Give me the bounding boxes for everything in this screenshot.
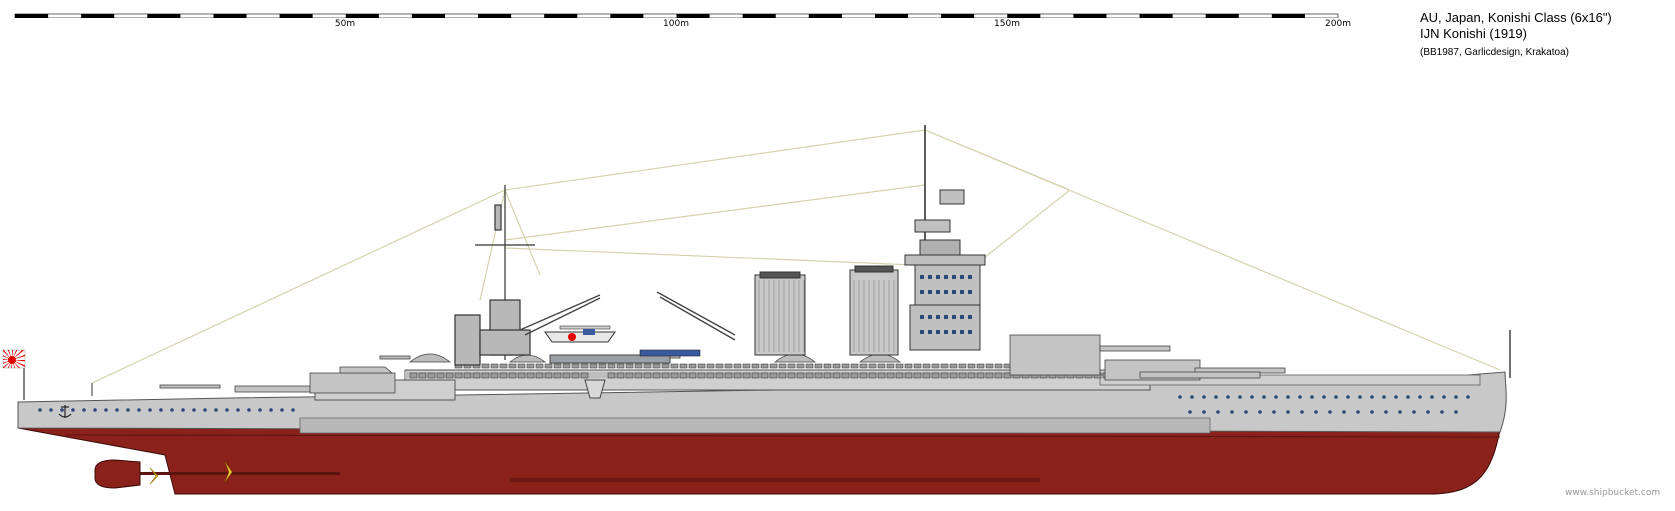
funnels [754,265,899,356]
scale-label-50m: 50m [334,19,356,29]
aircraft-cranes [519,291,736,341]
hull-lower [17,423,1501,495]
scale-label-200m: 200m [1325,19,1351,29]
site-watermark: www.shipbucket.com [1565,488,1661,498]
fore-turrets [1009,334,1286,381]
scale-label-100m: 100m [663,19,689,29]
ship-name: IJN Konishi (1919) [1420,26,1527,41]
propeller-icon [149,461,233,485]
floatplane-icon [544,325,616,399]
ship-credits: (BB1987, Garlicdesign, Krakatoa) [1420,47,1569,58]
pagoda-foremast [904,125,986,351]
fore-deck [1099,374,1481,386]
scale-label-150m: 150m [994,19,1020,29]
rising-sun-flag-icon [2,349,26,400]
stern-gear [94,459,340,489]
anchor-icon [58,405,72,418]
funnel-vents [758,280,895,352]
portholes [38,395,1470,414]
ship-class-title: AU, Japan, Konishi Class (6x16") [1420,10,1612,25]
bilge-keel [510,478,1040,482]
aft-turrets [159,366,396,394]
boot-topping [299,417,1211,434]
scale-ruler [14,13,1339,18]
bridge-windows [920,275,972,334]
scale-bar: 50m 100m 150m 200m [0,0,1675,40]
catapult [549,354,671,364]
ship-info: AU, Japan, Konishi Class (6x16") IJN Kon… [1420,10,1612,60]
boat [639,349,701,357]
rigging [91,129,1501,384]
aft-mast [454,185,535,366]
casemate-windows [409,363,1147,379]
